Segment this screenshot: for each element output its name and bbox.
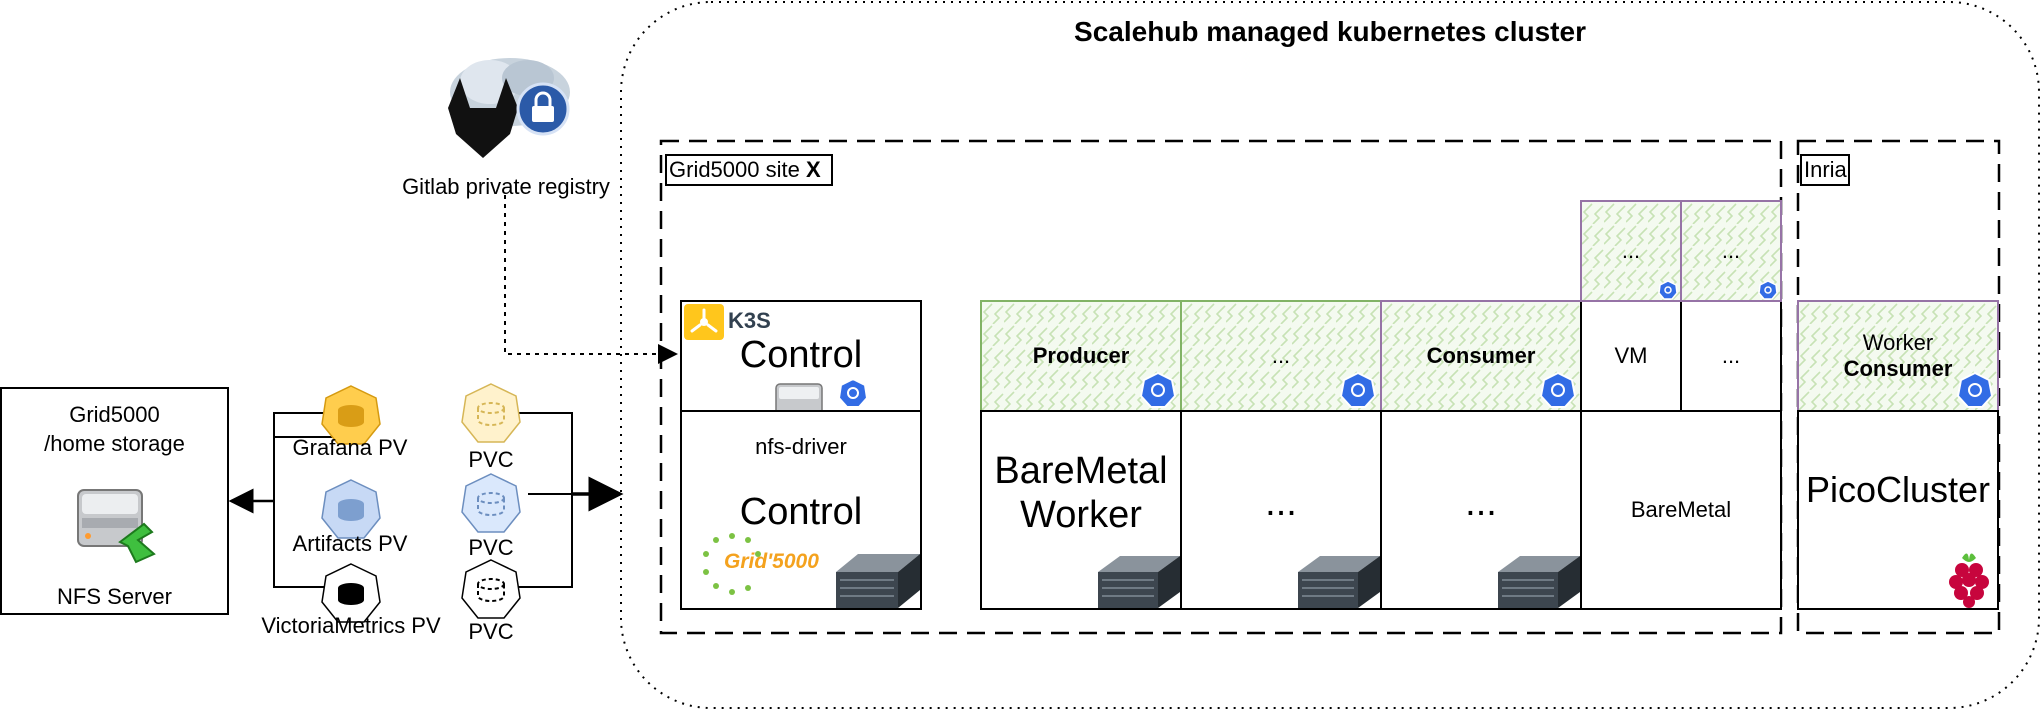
site-label-prefix: Grid5000 site: [669, 157, 806, 182]
kubernetes-icon: [1140, 372, 1176, 408]
inria-label: Inria: [1800, 154, 1850, 186]
machine-baremetal: BareMetal: [1580, 410, 1782, 610]
kubernetes-icon: [1540, 372, 1576, 408]
kubernetes-icon: [1658, 280, 1678, 300]
grid5000-logo-text: Grid'5000: [724, 550, 819, 573]
cluster-title: Scalehub managed kubernetes cluster: [1074, 16, 1586, 47]
storage-title: Grid5000 /home storage: [44, 402, 185, 456]
k3s-logo-text: K3S: [728, 308, 771, 333]
server-rack-icon: [1298, 556, 1380, 608]
raspberry-icon: [1949, 553, 1989, 608]
database-icon: [321, 563, 381, 623]
machine-ellipsis-2: ...: [1380, 410, 1582, 610]
pvc-label-2: PVC: [468, 535, 514, 560]
server-rack-icon: [836, 554, 920, 608]
control-bottom-label: Control: [739, 490, 863, 533]
pvc-bracket: [512, 412, 573, 588]
nfs-server-label: NFS Server: [57, 584, 172, 609]
cluster-boundary: [620, 1, 2040, 709]
registry-arrow: [504, 195, 678, 364]
pvc-icon: [461, 383, 521, 443]
pvc-icon: [461, 559, 521, 619]
pv-label-grafana: Grafana PV: [292, 435, 408, 460]
vm-ellipsis-cell: ...: [1680, 300, 1782, 412]
nfs-server-icon: [77, 489, 156, 564]
pvc-label-1: PVC: [468, 447, 514, 472]
control-top-label: Control: [739, 333, 863, 376]
site-label-var: X: [805, 157, 821, 182]
k3s-icon: [684, 304, 724, 340]
database-icon: [321, 385, 381, 445]
inria-boundary: [1796, 139, 2001, 635]
pvc-icon: [461, 473, 521, 533]
nfs-driver-label: nfs-driver: [755, 434, 847, 459]
kubernetes-icon: [838, 378, 868, 408]
lock-icon: [516, 82, 570, 136]
server-rack-icon: [1498, 556, 1580, 608]
vm-cell: VM: [1580, 300, 1682, 412]
database-icon: [321, 479, 381, 539]
kubernetes-icon: [1758, 280, 1778, 300]
grid5000-stars-icon: [703, 533, 761, 595]
pvc-label-3: PVC: [468, 619, 514, 644]
kubernetes-icon: [1957, 372, 1993, 408]
server-rack-icon: [1098, 556, 1180, 608]
site-label: Grid5000 site X: [665, 154, 833, 186]
kubernetes-icon: [1340, 372, 1376, 408]
site-boundary: [659, 139, 1783, 635]
pv-label-victoriametrics: VictoriaMetrics PV: [261, 613, 441, 638]
registry-label: Gitlab private registry: [402, 174, 610, 199]
pv-label-artifacts: Artifacts PV: [292, 531, 408, 556]
